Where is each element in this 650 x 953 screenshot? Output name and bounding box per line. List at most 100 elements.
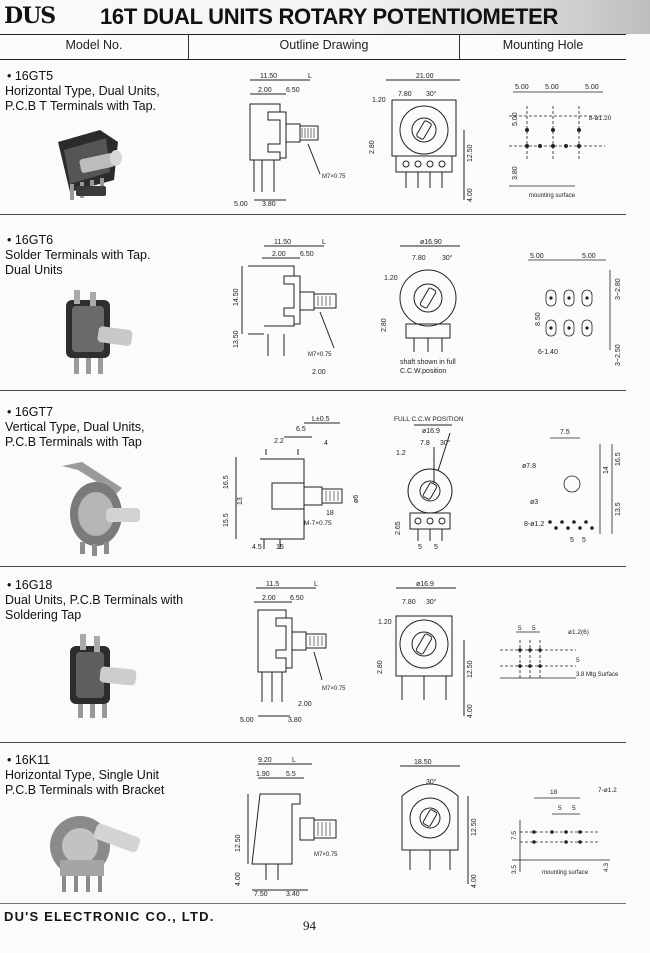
model-16k11: • 16K11 Horizontal Type, Single Unit P.C… xyxy=(5,753,164,798)
dim-label: 1.20 xyxy=(378,619,392,626)
section-divider xyxy=(0,566,626,567)
dim-label: L±0.5 xyxy=(312,416,330,423)
dim-label: 5.00 xyxy=(530,253,544,260)
dim-label: 7.80 xyxy=(398,91,412,98)
dim-label: 13 xyxy=(237,497,244,505)
side-drawing-16gt5: 11.50 L 2.00 6.50 M7×0.75 5.00 3.80 xyxy=(234,73,346,208)
model-code: • 16GT6 xyxy=(7,233,54,247)
dim-label: 3.40 xyxy=(286,891,300,898)
dim-label: M-7×0.75 xyxy=(304,520,332,527)
dim-label: 11.5 xyxy=(266,581,279,588)
dim-label: 30° xyxy=(442,254,453,262)
dim-label: 3~2.50 xyxy=(615,344,622,366)
dim-label: 16.5 xyxy=(615,452,622,466)
dim-label: 6.50 xyxy=(290,595,304,602)
dim-label: 3.80 xyxy=(512,166,519,180)
dim-label: 12.50 xyxy=(467,660,474,678)
dim-label: L xyxy=(292,757,296,764)
dim-label: 14 xyxy=(603,466,610,474)
model-code: • 16G18 xyxy=(7,578,53,592)
dim-label: L xyxy=(322,239,326,246)
mounting-hole-16g18: 5 5 ø1.2(6) 5 3.8 Mtg Surface xyxy=(500,625,619,680)
dim-label: 30° xyxy=(426,778,437,786)
model-description: Vertical Type, Dual Units, xyxy=(5,420,145,434)
model-16gt7: • 16GT7 Vertical Type, Dual Units, P.C.B… xyxy=(5,405,144,450)
dim-label: 3.80 xyxy=(288,717,302,724)
dim-label: 3.8 Mtg Surface xyxy=(576,672,619,678)
page-title: 16T DUAL UNITS ROTARY POTENTIOMETER xyxy=(100,4,559,29)
column-divider xyxy=(459,34,460,59)
dim-label: 13.5 xyxy=(615,502,622,516)
dim-label: 5.00 xyxy=(585,84,599,91)
dim-label: 5 xyxy=(558,805,562,812)
dim-label: 30° xyxy=(440,439,451,447)
dim-label: 5 xyxy=(572,805,576,812)
dim-label: FULL C.C.W POSITION xyxy=(394,416,464,423)
product-photo xyxy=(50,816,141,892)
column-header-mounting: Mounting Hole xyxy=(502,38,584,52)
dim-label: 30° xyxy=(426,90,437,98)
dim-label: L xyxy=(308,73,312,80)
page-number: 94 xyxy=(303,918,316,933)
model-description: Horizontal Type, Single Unit xyxy=(5,768,160,782)
product-photo xyxy=(58,130,122,200)
dim-label: ø6 xyxy=(353,495,360,503)
front-drawing-16gt6: ø16.90 7.80 30° 1.20 2.80 shaft shown in… xyxy=(381,239,460,375)
column-header-outline: Outline Drawing xyxy=(279,38,369,52)
dim-label: 15.5 xyxy=(223,513,230,527)
front-drawing-16k11: 18.50 30° 12.50 4.00 xyxy=(400,759,478,888)
dim-label: 4.3 xyxy=(603,863,610,872)
dim-label: 18 xyxy=(326,510,334,517)
dim-label: L xyxy=(314,581,318,588)
footer-rule xyxy=(0,903,626,904)
dim-label: 5.00 xyxy=(234,201,248,208)
dim-label: 11.50 xyxy=(274,239,291,246)
dim-label: M7×0.75 xyxy=(308,352,332,358)
side-drawing-16gt6: 11.50 L 2.00 6.50 M7×0.75 14.50 13.50 2.… xyxy=(233,239,337,376)
dim-label: 8.50 xyxy=(535,312,542,326)
dim-label: 2.00 xyxy=(258,87,272,94)
section-divider xyxy=(0,742,626,743)
dim-label: 2.00 xyxy=(262,595,276,602)
dim-label: 6.50 xyxy=(286,87,300,94)
front-drawing-16gt5: 21.00 7.80 30° 1.20 2.80 12.50 4.00 xyxy=(369,73,474,202)
front-drawing-16g18: ø16.9 7.80 30° 1.20 2.80 12.50 4.00 xyxy=(377,581,474,718)
side-drawing-16k11: 9.20 L 1.90 5.5 M7×0.75 12.50 4.00 7.50 … xyxy=(235,757,338,898)
dim-label: 4.00 xyxy=(471,874,478,888)
dim-label: 7.5 xyxy=(560,429,570,436)
dim-label: mounting surface xyxy=(529,193,576,199)
model-code: • 16GT7 xyxy=(7,405,54,419)
column-divider xyxy=(188,34,189,59)
dim-label: 6.5 xyxy=(296,426,306,433)
dim-label: 18.50 xyxy=(414,759,432,766)
dim-label: 14.50 xyxy=(233,288,240,306)
dim-label: 7.80 xyxy=(402,599,416,606)
section-divider xyxy=(0,214,626,215)
dim-label: 5.00 xyxy=(515,84,529,91)
model-16gt5: • 16GT5 Horizontal Type, Dual Units, P.C… xyxy=(5,69,160,114)
dim-label: 4.00 xyxy=(235,872,242,886)
dim-label: M7×0.75 xyxy=(322,686,346,692)
dim-label: 5 xyxy=(532,625,536,632)
dim-label: 30° xyxy=(426,598,437,606)
dim-label: 3~2.80 xyxy=(615,278,622,300)
dim-label: 11.50 xyxy=(260,73,277,80)
dim-label: ø16.9 xyxy=(416,581,434,588)
dim-label: mounting surface xyxy=(542,870,589,876)
model-description: P.C.B Terminals with Tap xyxy=(5,435,142,449)
company-name: DU'S ELECTRONIC CO., LTD. xyxy=(4,909,215,924)
dim-label: 13.50 xyxy=(233,330,240,348)
dim-label: 7-ø1.2 xyxy=(598,787,617,794)
model-description: P.C.B T Terminals with Tap. xyxy=(5,99,157,113)
mounting-hole-16gt5: 5.00 5.00 5.00 5.00 3.80 8-ø1.20 mountin… xyxy=(509,84,612,199)
dim-label: M7×0.75 xyxy=(322,174,346,180)
mounting-hole-16gt6: 5.00 5.00 3~2.80 8.50 3~2.50 6-1.40 xyxy=(528,253,622,366)
dim-label: shaft shown in full xyxy=(400,359,456,366)
model-code: • 16K11 xyxy=(7,753,51,767)
model-code: • 16GT5 xyxy=(7,69,54,83)
dim-label: 12.50 xyxy=(235,834,242,852)
model-description: Soldering Tap xyxy=(5,608,82,622)
product-photo xyxy=(70,634,137,718)
dim-label: 4 xyxy=(324,440,328,447)
dim-label: 5.00 xyxy=(512,112,519,126)
